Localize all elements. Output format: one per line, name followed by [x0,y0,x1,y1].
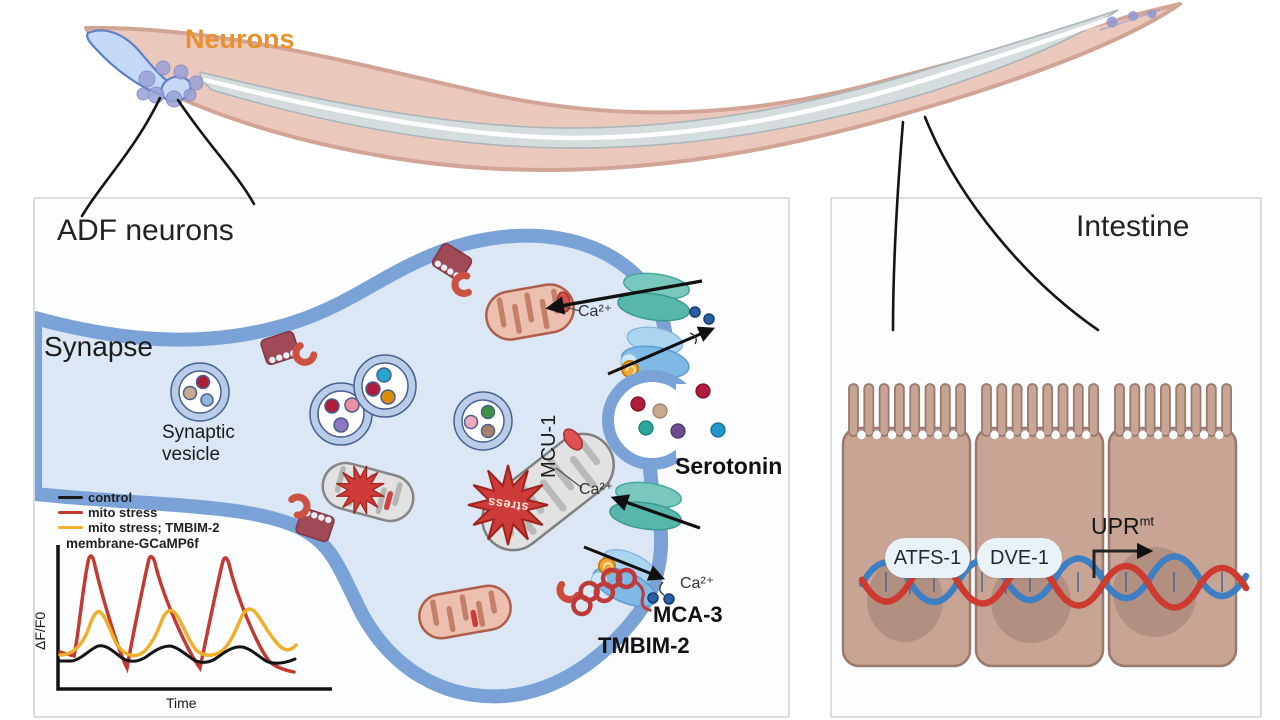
serotonin-label: Serotonin [675,453,783,479]
synaptic-vesicle [453,391,513,451]
mca3-label: MCA-3 [653,602,723,627]
mcu1-channel [562,428,583,451]
legend-label: mito stress; TMBIM-2 [88,520,220,535]
tmbim2-label: TMBIM-2 [598,633,690,658]
synaptic-vesicle [353,354,417,418]
graph-legend: control mito stress mito stress; TMBIM-2 [58,490,219,535]
intestinal-cells [841,383,1238,668]
atfs1-label: ATFS-1 [893,546,962,569]
legend-swatch-control [58,495,83,500]
ca2-label-top: Ca²⁺ [578,303,613,320]
legend-swatch-mito-stress [58,510,83,515]
trace-control [56,644,297,665]
intestine-panel-title: Intestine [1076,210,1190,243]
ca2-label-middle: Ca²⁺ [579,481,614,498]
legend-item-control: control [58,490,219,505]
upr-superscript: mt [1139,513,1155,529]
graph-title: membrane-GCaMP6f [66,536,199,551]
pointer-line-adf-left [80,96,162,218]
graph-ylabel: ΔF/F0 [32,611,48,650]
mitochondrion-healthy [418,584,512,640]
intestinal-cell [974,383,1105,668]
ca-efflux-arrow [583,545,666,581]
worm-body [84,2,1182,172]
intestine-illustration [841,383,1250,668]
synaptic-vesicle-label: Synaptic vesicle [162,422,235,465]
legend-label: mito stress [88,505,158,520]
legend-swatch-tmbim2 [58,525,83,530]
dve1-label: DVE-1 [990,546,1049,569]
gcamp-graph [56,545,332,691]
upr-text: UPR [1091,513,1140,539]
pointer-line-adf-right [176,98,256,206]
worm-illustration [80,2,1182,332]
graph-xlabel: Time [166,695,197,711]
pointer-line-intestine-right [923,115,1100,332]
synapse-illustration [35,228,766,704]
synapse-label: Synapse [44,331,153,362]
serotonin-molecules [695,383,726,438]
upr-mt-label: UPRmt [1091,513,1154,540]
pointer-line-intestine-left [891,120,905,332]
atfs1-badge: ATFS-1 [885,538,970,578]
neurons-label: Neurons [185,24,295,54]
trace-mito-stress [58,554,296,674]
synaptic-vesicle [309,382,373,446]
legend-item-mito-stress: mito stress [58,505,219,520]
worm-midline [202,11,1125,141]
upr-promoter-arrow [1092,542,1154,578]
trace-tmbim2 [58,607,298,658]
graph-axes [56,545,332,691]
mitochondrion-stressed-large [467,428,615,552]
ca-influx-arrow [545,279,703,315]
head-neuron-cluster [136,60,204,108]
mcu1-label: MCU-1 [538,414,560,478]
synaptic-vesicles [170,354,513,451]
release-pocket [602,370,766,470]
legend-item-tmbim2: mito stress; TMBIM-2 [58,520,219,535]
synaptic-vesicle [170,362,230,422]
dve1-badge: DVE-1 [977,538,1062,578]
ca-influx-arrow [610,494,701,530]
legend-label: control [88,490,133,505]
tmbim2-protein [556,567,652,617]
mitochondrion-stressed-small [321,458,415,523]
ca2-label-bottom: Ca²⁺ [680,575,715,592]
adf-panel-title: ADF neurons [57,214,234,247]
tail-neurons [1099,9,1161,31]
intestinal-cell [841,383,972,668]
